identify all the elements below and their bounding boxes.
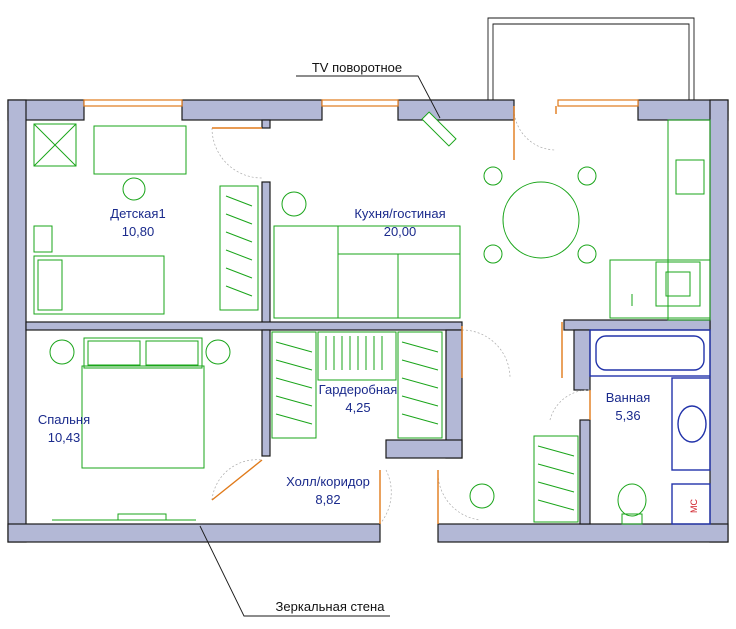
room-name-kitchen-living: Кухня/гостиная — [354, 206, 445, 221]
exterior-walls — [7, 99, 729, 543]
room-area-bedroom: 10,43 — [48, 430, 81, 445]
wc-box-label: МС — [689, 499, 699, 513]
room-area-wardrobe: 4,25 — [345, 400, 370, 415]
mirror-wall-annotation: Зеркальная стена — [276, 599, 386, 614]
leader-lines — [199, 75, 441, 617]
balcony — [487, 17, 695, 100]
room-name-hall: Холл/коридор — [286, 474, 370, 489]
room-name-bedroom: Спальня — [38, 412, 90, 427]
tv-annotation: TV поворотное — [312, 60, 402, 75]
room-name-childrens: Детская1 — [110, 206, 165, 221]
room-area-kitchen-living: 20,00 — [384, 224, 417, 239]
hall-furniture — [469, 435, 579, 523]
room-name-bathroom: Ванная — [606, 390, 651, 405]
wardrobe-furniture — [271, 331, 443, 439]
room-area-bathroom: 5,36 — [615, 408, 640, 423]
childrens-room-furniture — [33, 123, 259, 315]
doors — [211, 105, 591, 525]
interior-walls — [25, 119, 711, 525]
windows — [83, 99, 639, 107]
tv — [421, 111, 457, 147]
bathroom-plumbing: МС — [589, 329, 711, 525]
bedroom-furniture — [49, 337, 231, 521]
room-name-wardrobe: Гардеробная — [319, 382, 398, 397]
room-area-hall: 8,82 — [315, 492, 340, 507]
room-area-childrens: 10,80 — [122, 224, 155, 239]
living-kitchen-furniture — [273, 119, 711, 321]
